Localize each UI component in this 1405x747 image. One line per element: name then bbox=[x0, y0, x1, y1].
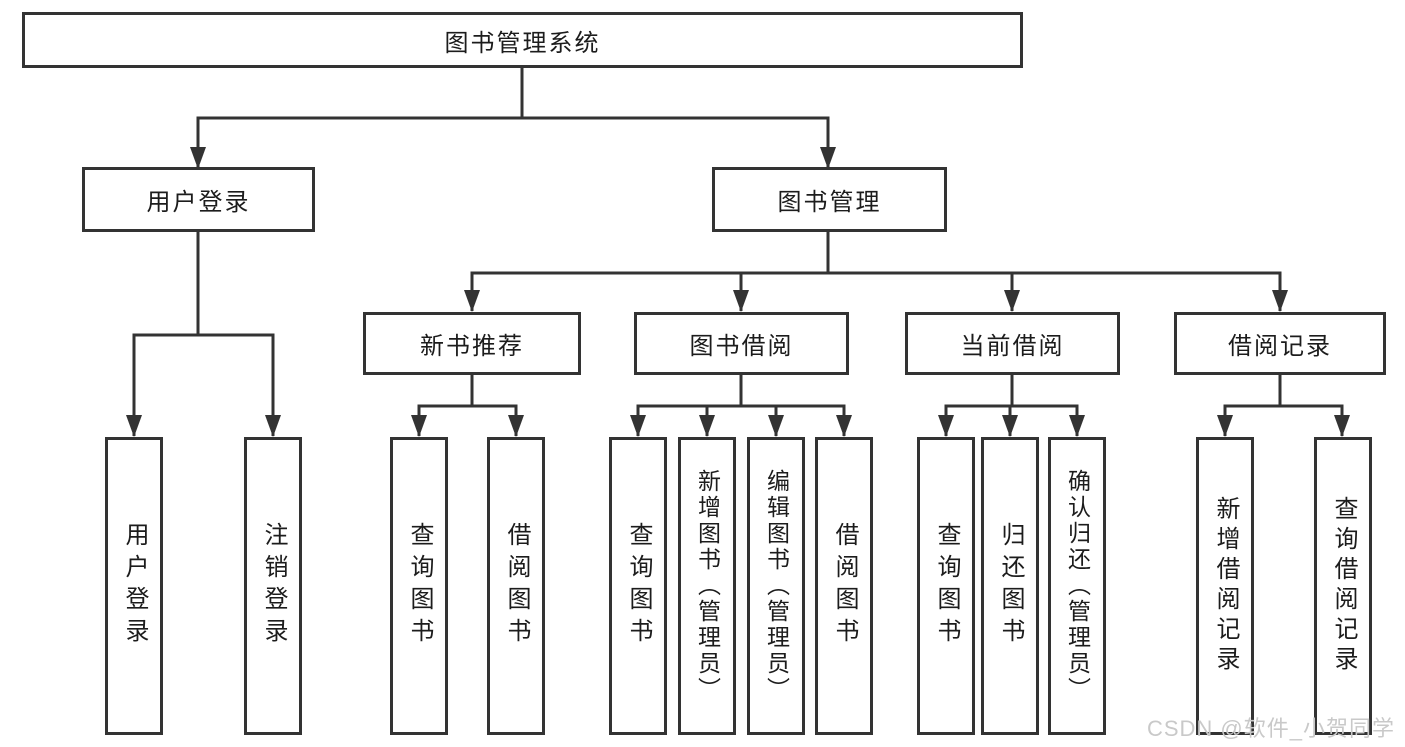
node-root-label: 图书管理系统 bbox=[444, 29, 601, 57]
leaf-return-books-label: 归还图书 bbox=[997, 522, 1024, 650]
node-book-borrowing: 图书借阅 bbox=[634, 312, 849, 375]
leaf-query-books-recommend: 查询图书 bbox=[390, 437, 448, 735]
leaf-return-books: 归还图书 bbox=[981, 437, 1039, 735]
node-root: 图书管理系统 bbox=[22, 12, 1023, 68]
leaf-query-borrow-record: 查询借阅记录 bbox=[1314, 437, 1372, 735]
leaf-borrow-books-borrowing: 借阅图书 bbox=[815, 437, 873, 735]
node-current-borrowing-label: 当前借阅 bbox=[960, 333, 1065, 360]
leaf-query-books-borrowing-label: 查询图书 bbox=[625, 522, 652, 650]
leaf-edit-books-admin-label: 编辑图书（管理员） bbox=[763, 469, 790, 703]
node-book-borrowing-label: 图书借阅 bbox=[689, 333, 794, 360]
node-current-borrowing: 当前借阅 bbox=[905, 312, 1120, 375]
node-borrowing-records: 借阅记录 bbox=[1174, 312, 1386, 375]
leaf-user-login: 用户登录 bbox=[105, 437, 163, 735]
leaf-confirm-return-admin-label: 确认归还（管理员） bbox=[1064, 469, 1091, 703]
leaf-borrow-books-borrowing-label: 借阅图书 bbox=[831, 522, 858, 650]
csdn-watermark: CSDN @软件_小贺同学 bbox=[1146, 716, 1395, 741]
node-user-login: 用户登录 bbox=[82, 167, 315, 232]
node-borrowing-records-label: 借阅记录 bbox=[1228, 333, 1332, 360]
leaf-add-books-admin-label: 新增图书（管理员） bbox=[694, 469, 721, 703]
leaf-borrow-books-recommend-label: 借阅图书 bbox=[503, 522, 530, 650]
leaf-add-books-admin: 新增图书（管理员） bbox=[678, 437, 736, 735]
leaf-borrow-books-recommend: 借阅图书 bbox=[487, 437, 545, 735]
leaf-edit-books-admin: 编辑图书（管理员） bbox=[747, 437, 805, 735]
node-book-management: 图书管理 bbox=[712, 167, 947, 232]
leaf-logout: 注销登录 bbox=[244, 437, 302, 735]
node-new-book-recommend: 新书推荐 bbox=[363, 312, 581, 375]
node-new-book-recommend-label: 新书推荐 bbox=[420, 333, 524, 360]
leaf-add-borrow-record: 新增借阅记录 bbox=[1196, 437, 1254, 735]
leaf-user-login-label: 用户登录 bbox=[121, 522, 148, 650]
leaf-query-borrow-record-label: 查询借阅记录 bbox=[1330, 496, 1357, 676]
leaf-add-borrow-record-label: 新增借阅记录 bbox=[1212, 496, 1239, 676]
node-book-management-label: 图书管理 bbox=[777, 189, 882, 216]
leaf-query-books-recommend-label: 查询图书 bbox=[406, 522, 433, 650]
leaf-query-books-current-label: 查询图书 bbox=[933, 522, 960, 650]
node-user-login-label: 用户登录 bbox=[146, 189, 251, 216]
leaf-confirm-return-admin: 确认归还（管理员） bbox=[1048, 437, 1106, 735]
connector-rails bbox=[132, 66, 1344, 408]
leaf-logout-label: 注销登录 bbox=[260, 522, 287, 650]
leaf-query-books-borrowing: 查询图书 bbox=[609, 437, 667, 735]
leaf-query-books-current: 查询图书 bbox=[917, 437, 975, 735]
connector-arrows bbox=[126, 118, 1350, 437]
